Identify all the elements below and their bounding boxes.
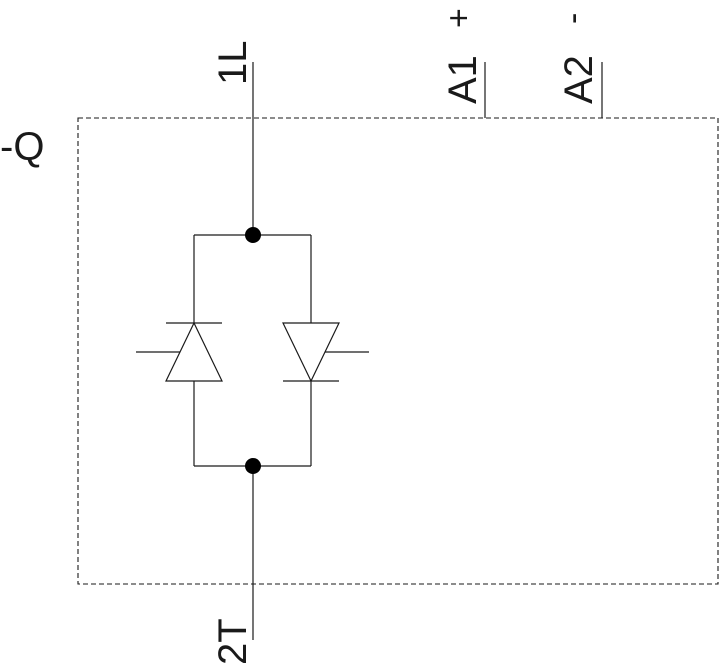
thyristor-right [282, 322, 369, 383]
junction-upper [245, 227, 261, 243]
device-boundary [77, 117, 719, 585]
terminal-A1-sign: + [440, 8, 478, 28]
terminal-A2-sign: - [554, 13, 592, 24]
terminal-1L-label: 1L [211, 41, 255, 86]
thyristor-left [136, 321, 223, 382]
terminal-A2-label: A2 [557, 55, 601, 104]
junction-lower [245, 458, 261, 474]
terminal-A1-label: A1 [441, 55, 485, 104]
terminal-2T-label: 2T [211, 618, 255, 665]
device-designation-label: -Q [0, 125, 44, 169]
